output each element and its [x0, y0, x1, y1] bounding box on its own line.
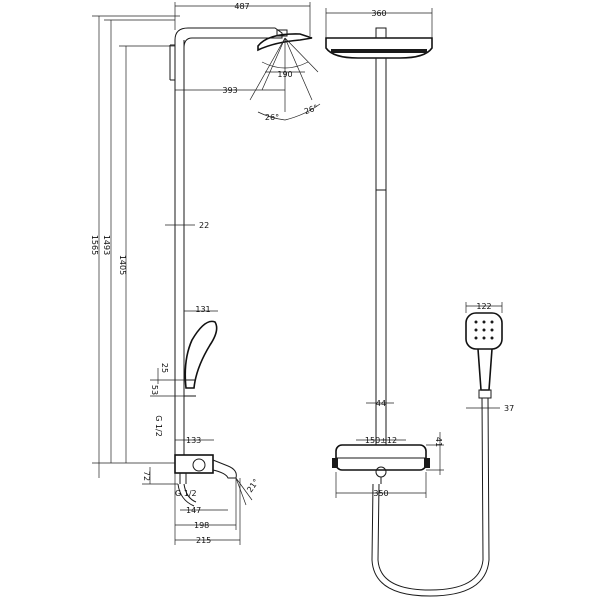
thermostat-left-handle [332, 458, 338, 468]
label-g12-vertical: G 1/2 [154, 415, 163, 437]
label-37: 37 [504, 404, 514, 413]
label-350: 350 [373, 489, 388, 498]
side-dimensions: 487 190 393 26° 26° 1565 1493 1405 22 13… [90, 2, 319, 545]
label-150: 150±12 [365, 436, 397, 445]
front-dimensions: 360 44 150±12 41 350 122 37 [325, 8, 514, 498]
label-1565: 1565 [90, 235, 99, 255]
shower-hose-outer [377, 397, 484, 591]
hand-shower-front-cone [478, 389, 492, 399]
thermostat-body-side [174, 454, 214, 474]
overhead-shower-head [257, 33, 313, 52]
label-133: 133 [186, 436, 201, 445]
label-131: 131 [195, 305, 210, 314]
hand-shower-front-head [465, 312, 503, 350]
label-44: 44 [376, 399, 386, 408]
spray-arc-26a [257, 111, 286, 121]
hand-shower [184, 320, 218, 389]
spray-arc-190 [261, 61, 309, 69]
label-393: 393 [222, 86, 237, 95]
overhead-shower-front [325, 37, 433, 59]
label-25: 25 [160, 363, 169, 373]
head-connector [276, 29, 288, 37]
spout-knob-front [375, 466, 387, 478]
spout-outlet [177, 483, 197, 507]
label-53: 53 [150, 385, 159, 395]
spray-arc-26b [284, 103, 321, 121]
thermostat-right-handle [424, 458, 430, 468]
label-198: 198 [194, 521, 209, 530]
label-1405: 1405 [118, 255, 127, 275]
label-26b: 26° [303, 103, 319, 116]
label-190: 190 [277, 70, 292, 79]
spray-line-1 [249, 37, 286, 101]
label-122: 122 [476, 302, 491, 311]
label-41: 41 [434, 437, 443, 447]
side-view [169, 27, 321, 507]
shower-arm [174, 27, 283, 49]
label-147: 147 [186, 506, 201, 515]
label-1493: 1493 [102, 235, 111, 255]
label-360: 360 [371, 9, 386, 18]
spray-line-5 [284, 37, 319, 73]
label-g12-horizontal: G 1/2 [175, 489, 197, 498]
head-mount [375, 27, 387, 39]
spray-line-2 [261, 37, 286, 91]
thermostat-knob-side [192, 458, 206, 472]
shower-hose-inner [371, 397, 490, 597]
spray-line-4 [284, 37, 313, 101]
label-487: 487 [234, 2, 249, 11]
front-view [325, 27, 503, 597]
bath-spout [212, 459, 237, 479]
label-26a: 26° [265, 113, 279, 122]
label-215: 215 [196, 536, 211, 545]
shower-nozzles-row [331, 49, 427, 53]
label-22: 22 [199, 221, 209, 230]
label-21: 21° [245, 477, 261, 494]
hand-shower-front-handle [477, 348, 493, 391]
arm-joint [169, 44, 175, 81]
hand-shower-nozzles [474, 320, 494, 340]
label-72: 72 [142, 471, 151, 481]
